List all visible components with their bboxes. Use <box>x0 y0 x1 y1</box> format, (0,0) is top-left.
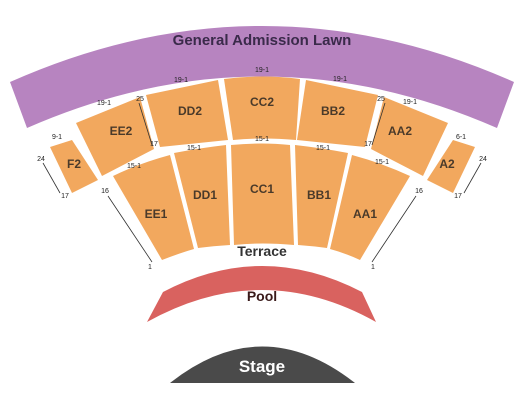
pool-section[interactable] <box>147 266 376 322</box>
row-label-ee1-top: 15-1 <box>127 163 141 170</box>
row-label-cc1-top: 15-1 <box>255 136 269 143</box>
row-label-aa2-top: 19-1 <box>403 99 417 106</box>
pool-label: Pool <box>247 288 277 304</box>
section-bb1[interactable] <box>295 145 348 248</box>
section-label-bb1: BB1 <box>307 188 331 202</box>
section-label-aa2: AA2 <box>388 124 412 138</box>
row-label-dd2-top: 19-1 <box>174 77 188 84</box>
section-f2[interactable] <box>50 140 98 193</box>
lawn-section[interactable] <box>10 26 514 128</box>
row-label-f2-top: 9-1 <box>52 134 62 141</box>
row-label-f2-left-top: 24 <box>37 156 45 163</box>
lower-sections <box>113 143 410 260</box>
section-bb2[interactable] <box>297 80 378 147</box>
section-aa2[interactable] <box>371 97 448 176</box>
section-label-bb2: BB2 <box>321 104 345 118</box>
row-label-ee2-right-bottom: 17 <box>150 141 158 148</box>
section-label-ee2: EE2 <box>110 124 133 138</box>
terrace-label: Terrace <box>237 243 287 259</box>
stage-label: Stage <box>239 357 285 376</box>
section-label-dd1: DD1 <box>193 188 217 202</box>
stage-area <box>170 346 355 383</box>
row-label-aa2-left-top: 25 <box>377 96 385 103</box>
row-label-aa2-left-bottom: 17 <box>364 141 372 148</box>
row-label-a2-right-top: 24 <box>479 156 487 163</box>
row-label-a2-right-bottom: 17 <box>454 193 462 200</box>
section-label-aa1: AA1 <box>353 207 377 221</box>
row-label-right-outer-top: 16 <box>415 188 423 195</box>
upper-sections <box>50 76 475 193</box>
section-label-dd2: DD2 <box>178 104 202 118</box>
section-a2[interactable] <box>427 140 475 193</box>
section-label-cc2: CC2 <box>250 95 274 109</box>
row-label-bb2-top: 19-1 <box>333 76 347 83</box>
row-label-right-outer-bottom: 1 <box>371 264 375 271</box>
row-label-ee2-right-top: 25 <box>136 96 144 103</box>
row-label-a2-top: 6-1 <box>456 134 466 141</box>
row-label-left-outer-top: 16 <box>101 188 109 195</box>
row-label-ee2-top: 19-1 <box>97 100 111 107</box>
section-dd1[interactable] <box>174 145 230 248</box>
section-cc2[interactable] <box>224 76 300 141</box>
row-label-aa1-top: 15-1 <box>375 159 389 166</box>
row-label-left-outer-bottom: 1 <box>148 264 152 271</box>
section-dd2[interactable] <box>146 80 228 147</box>
section-label-cc1: CC1 <box>250 182 274 196</box>
section-ee2[interactable] <box>76 97 154 176</box>
lawn-label: General Admission Lawn <box>173 32 352 49</box>
section-ee1[interactable] <box>113 155 194 260</box>
section-label-a2: A2 <box>439 157 455 171</box>
section-cc1[interactable] <box>231 143 294 246</box>
row-label-f2-left-bottom: 17 <box>61 193 69 200</box>
section-label-f2: F2 <box>67 157 81 171</box>
row-indicator-lines <box>42 102 482 263</box>
section-label-ee1: EE1 <box>145 207 168 221</box>
row-label-bb1-top: 15-1 <box>316 145 330 152</box>
row-label-dd1-top: 15-1 <box>187 145 201 152</box>
row-label-cc2-top: 19-1 <box>255 67 269 74</box>
section-aa1[interactable] <box>330 155 410 260</box>
